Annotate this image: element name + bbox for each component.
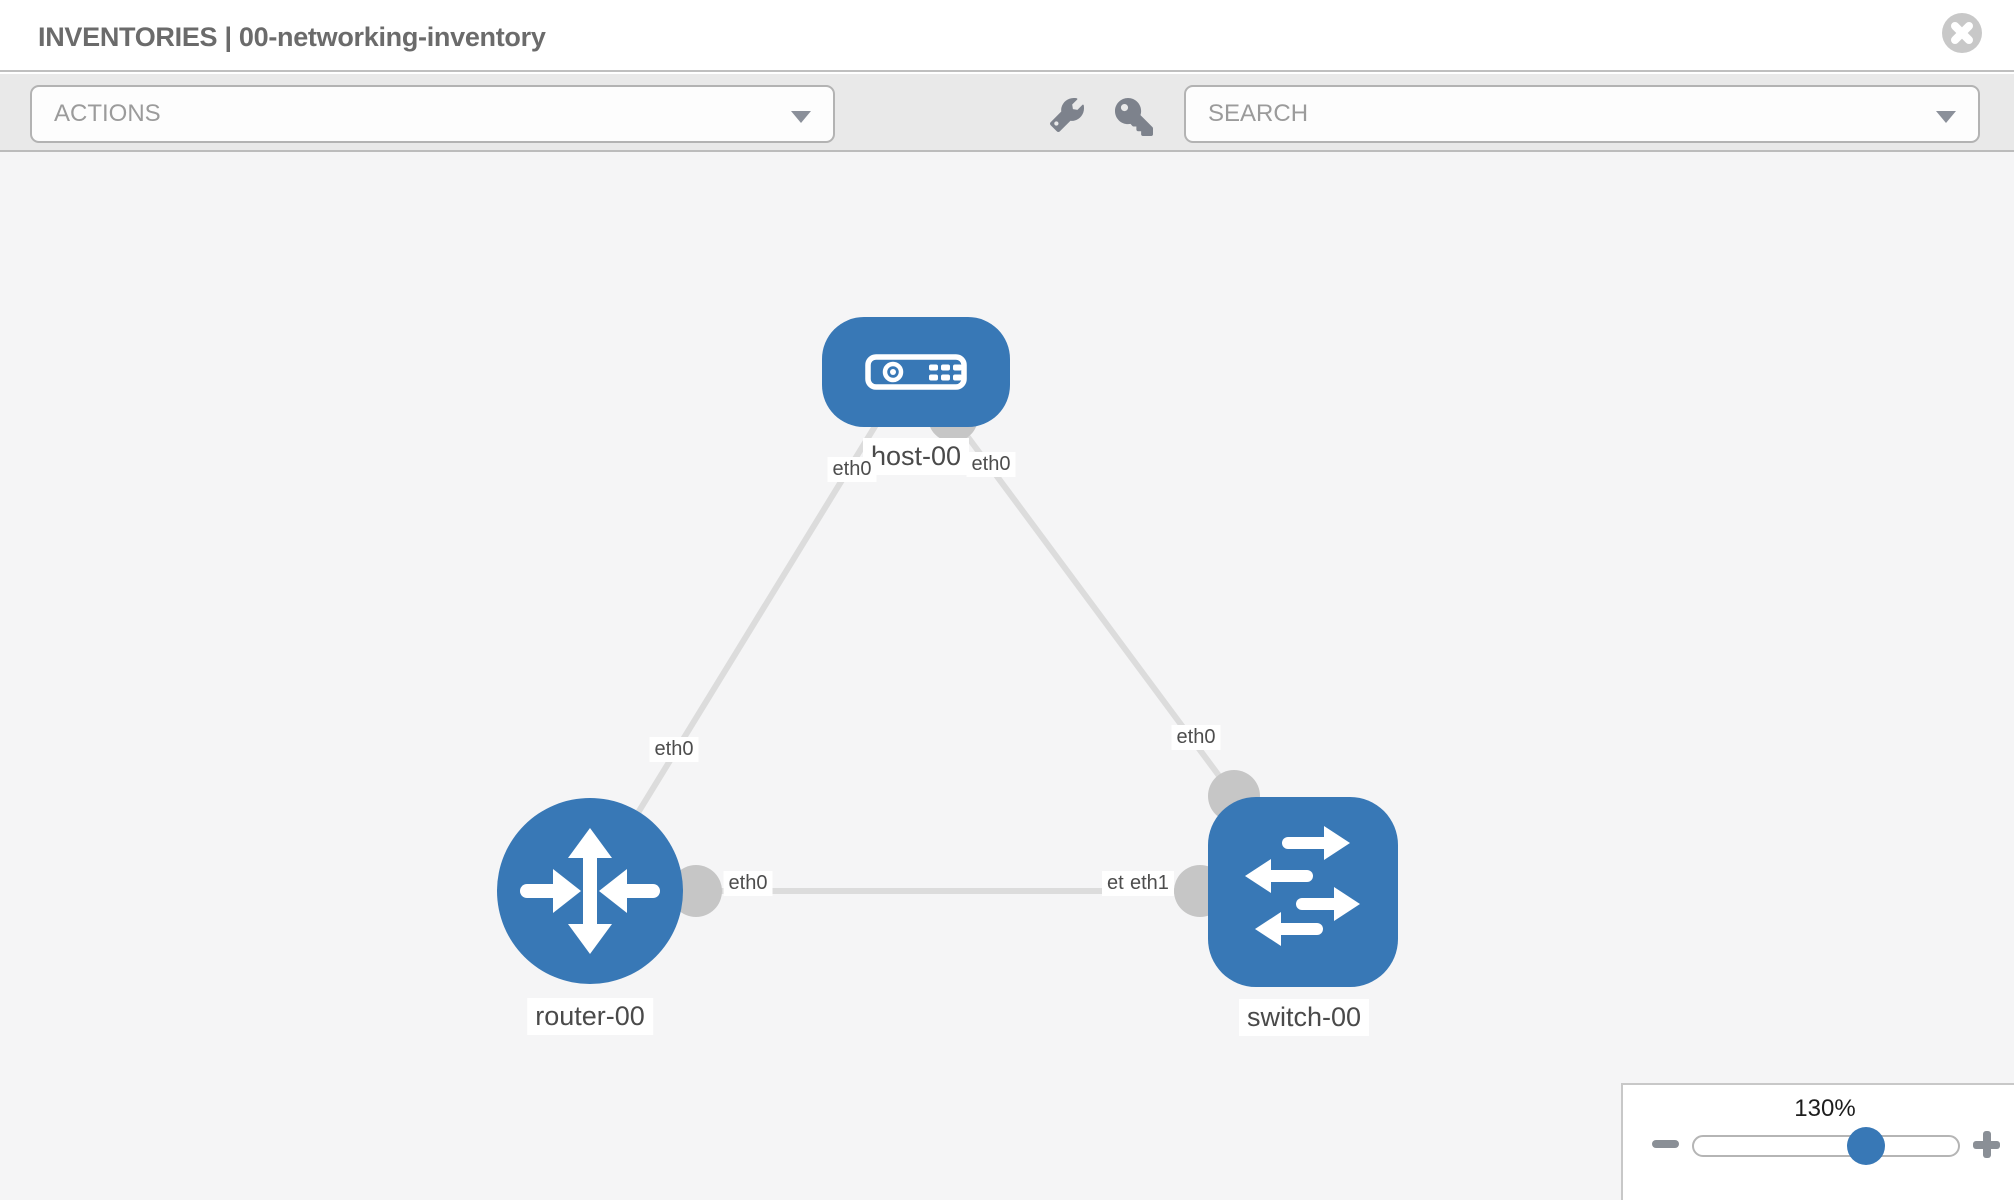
node-switch-00[interactable] [1208, 797, 1398, 987]
search-dropdown[interactable]: SEARCH [1184, 85, 1980, 143]
key-icon [1115, 98, 1153, 136]
zoom-control-panel: 130% [1621, 1083, 2014, 1200]
zoom-in-plus-icon[interactable] [1973, 1131, 2000, 1158]
switch-icon [1245, 826, 1360, 946]
actions-dropdown-label: ACTIONS [54, 100, 161, 127]
key-button[interactable] [1115, 98, 1153, 141]
zoom-out-minus-icon[interactable] [1652, 1140, 1679, 1148]
node-host-00[interactable] [822, 317, 1010, 427]
interface-label-router-right: eth0 [723, 871, 773, 896]
node-label-router: router-00 [527, 998, 653, 1035]
node-label-switch: switch-00 [1238, 999, 1370, 1036]
close-icon [1951, 22, 1973, 44]
header: INVENTORIES | 00-networking-inventory [0, 0, 2014, 72]
wrench-icon [1050, 98, 1084, 132]
interface-label-router-top: eth0 [649, 737, 699, 762]
interface-label-switch-left-front: eth1 [1125, 871, 1174, 896]
router-icon [520, 828, 660, 954]
wrench-button[interactable] [1050, 98, 1084, 137]
edge-host-router [587, 408, 888, 893]
topology-canvas[interactable]: host-00 router-00 switch-00 eth0 eth0 et… [0, 152, 2014, 1200]
server-icon [865, 354, 967, 390]
connector-router-right [670, 865, 722, 917]
chevron-down-icon [1936, 111, 1956, 123]
search-placeholder: SEARCH [1208, 100, 1309, 127]
interface-label-host-left: eth0 [827, 457, 877, 482]
zoom-slider-thumb[interactable] [1847, 1127, 1885, 1165]
zoom-level-value: 130% [1794, 1095, 1856, 1122]
topology-edges-layer [587, 392, 1303, 917]
interface-label-switch-top: eth0 [1171, 725, 1221, 750]
zoom-slider-track[interactable] [1692, 1135, 1960, 1157]
node-router-00[interactable] [497, 798, 683, 984]
actions-dropdown[interactable]: ACTIONS [30, 85, 835, 143]
toolbar: ACTIONS SEARCH [0, 74, 2014, 152]
close-button[interactable] [1942, 13, 1982, 53]
chevron-down-icon [791, 111, 811, 123]
interface-label-host-right: eth0 [966, 452, 1016, 477]
node-label-host: host-00 [862, 438, 970, 475]
page-title: INVENTORIES | 00-networking-inventory [38, 22, 546, 52]
